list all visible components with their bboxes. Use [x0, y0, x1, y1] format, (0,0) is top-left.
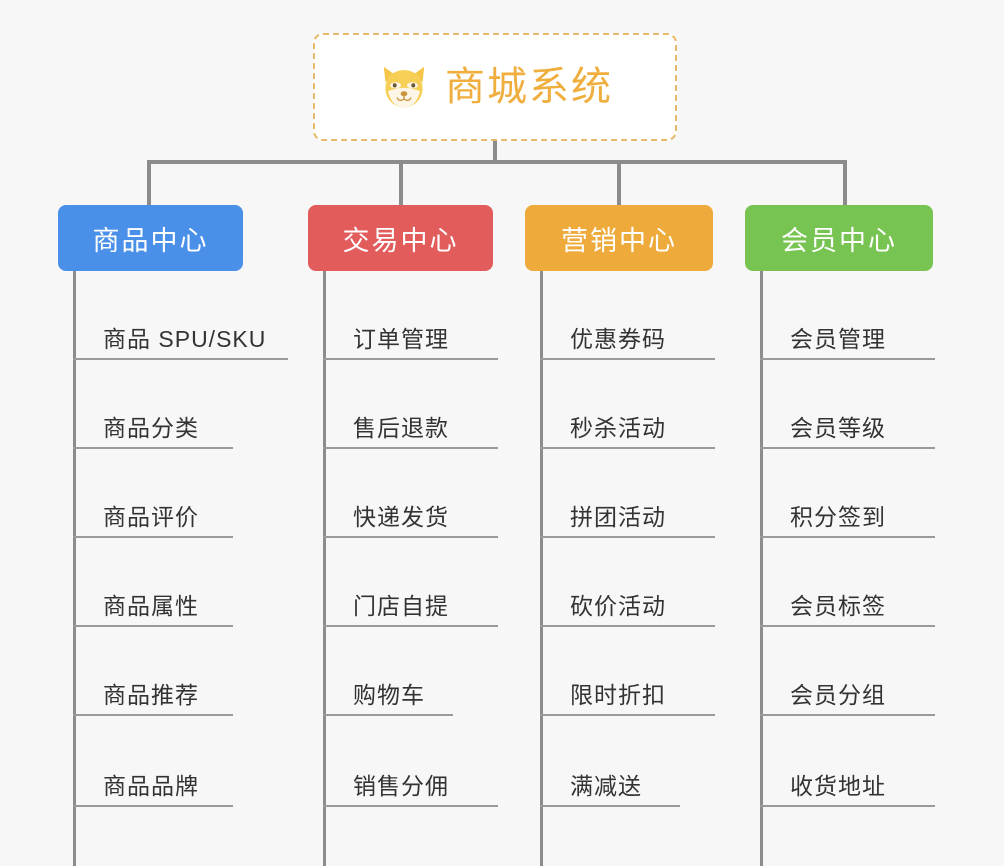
connector-bar: [147, 160, 847, 164]
leaf-item[interactable]: 会员等级: [760, 360, 935, 449]
leaf-item[interactable]: 积分签到: [760, 449, 935, 538]
leaf-item[interactable]: 商品品牌: [73, 716, 233, 807]
connector-stem: [493, 141, 497, 163]
leaf-item-label: 会员等级: [790, 414, 886, 441]
leaf-item[interactable]: 门店自提: [323, 538, 498, 627]
leaf-item[interactable]: 满减送: [540, 716, 680, 807]
leaf-item[interactable]: 商品分类: [73, 360, 233, 449]
leaf-item-label: 限时折扣: [570, 681, 666, 708]
leaf-item-label: 会员标签: [790, 592, 886, 619]
leaf-item-label: 快递发货: [353, 503, 449, 530]
leaf-item[interactable]: 商品属性: [73, 538, 233, 627]
branch-header-3[interactable]: 营销中心: [525, 205, 713, 271]
leaf-item[interactable]: 砍价活动: [540, 538, 715, 627]
branch-column-4: 会员中心 会员管理 会员等级 积分签到 会员标签 会员分组 收货地址: [745, 205, 935, 866]
leaf-item-label: 商品品牌: [103, 772, 199, 799]
leaf-item[interactable]: 会员管理: [760, 271, 935, 360]
leaf-item[interactable]: 限时折扣: [540, 627, 715, 716]
leaf-item[interactable]: 会员分组: [760, 627, 935, 716]
leaf-item-label: 商品属性: [103, 592, 199, 619]
branch-header-2[interactable]: 交易中心: [308, 205, 493, 271]
mindmap-diagram: 商城系统 商品中心 商品 SPU/SKU 商品分类 商品评价 商品属性 商品推: [58, 33, 935, 866]
leaf-item-label: 砍价活动: [570, 592, 666, 619]
root-node[interactable]: 商城系统: [313, 33, 677, 141]
leaf-item[interactable]: 收货地址: [760, 716, 935, 807]
branch-spine-4: [760, 271, 763, 866]
leaf-item[interactable]: 会员标签: [760, 538, 935, 627]
leaf-item-label: 会员管理: [790, 325, 886, 352]
leaf-item[interactable]: 销售分佣: [323, 716, 498, 807]
leaf-item-label: 会员分组: [790, 681, 886, 708]
leaf-item-label: 秒杀活动: [570, 414, 666, 441]
leaf-item[interactable]: 商品评价: [73, 449, 233, 538]
leaf-item-label: 积分签到: [790, 503, 886, 530]
leaf-item[interactable]: 优惠券码: [540, 271, 715, 360]
leaf-item-label: 满减送: [570, 772, 642, 799]
leaf-item[interactable]: 购物车: [323, 627, 453, 716]
connector-drop-3: [617, 160, 621, 207]
leaf-item-label: 商品分类: [103, 414, 199, 441]
branch-header-1[interactable]: 商品中心: [58, 205, 243, 271]
branch-header-label: 交易中心: [342, 225, 459, 256]
leaf-item-label: 商品评价: [103, 503, 199, 530]
leaf-item[interactable]: 订单管理: [323, 271, 498, 360]
leaf-item[interactable]: 快递发货: [323, 449, 498, 538]
connector-drop-4: [843, 160, 847, 207]
leaf-item-label: 收货地址: [790, 772, 886, 799]
leaf-item-label: 商品 SPU/SKU: [103, 325, 267, 352]
leaf-item-label: 售后退款: [353, 414, 449, 441]
leaf-item-label: 门店自提: [353, 592, 449, 619]
leaf-item-label: 购物车: [353, 681, 425, 708]
branch-spine-3: [540, 271, 543, 866]
branch-column-1: 商品中心 商品 SPU/SKU 商品分类 商品评价 商品属性 商品推荐 商品品牌: [58, 205, 288, 866]
leaf-item[interactable]: 商品推荐: [73, 627, 233, 716]
leaf-item-label: 销售分佣: [353, 772, 449, 799]
branch-header-4[interactable]: 会员中心: [745, 205, 933, 271]
branch-spine-1: [73, 271, 76, 866]
leaf-item[interactable]: 售后退款: [323, 360, 498, 449]
leaf-item-label: 商品推荐: [103, 681, 199, 708]
branch-column-3: 营销中心 优惠券码 秒杀活动 拼团活动 砍价活动 限时折扣 满减送: [525, 205, 715, 866]
leaf-item-label: 订单管理: [353, 325, 449, 352]
connector-drop-2: [399, 160, 403, 207]
branch-header-label: 商品中心: [92, 225, 209, 256]
connector-drop-1: [147, 160, 151, 207]
branch-column-2: 交易中心 订单管理 售后退款 快递发货 门店自提 购物车 销售分佣: [308, 205, 498, 866]
leaf-item[interactable]: 秒杀活动: [540, 360, 715, 449]
leaf-item-label: 拼团活动: [570, 503, 666, 530]
branch-spine-2: [323, 271, 326, 866]
branch-header-label: 营销中心: [561, 225, 677, 256]
root-title: 商城系统: [445, 65, 613, 109]
leaf-item-label: 优惠券码: [570, 325, 666, 352]
leaf-item[interactable]: 拼团活动: [540, 449, 715, 538]
branch-header-label: 会员中心: [781, 225, 897, 256]
shiba-dog-face-icon: [383, 66, 425, 108]
leaf-item[interactable]: 商品 SPU/SKU: [73, 271, 288, 360]
